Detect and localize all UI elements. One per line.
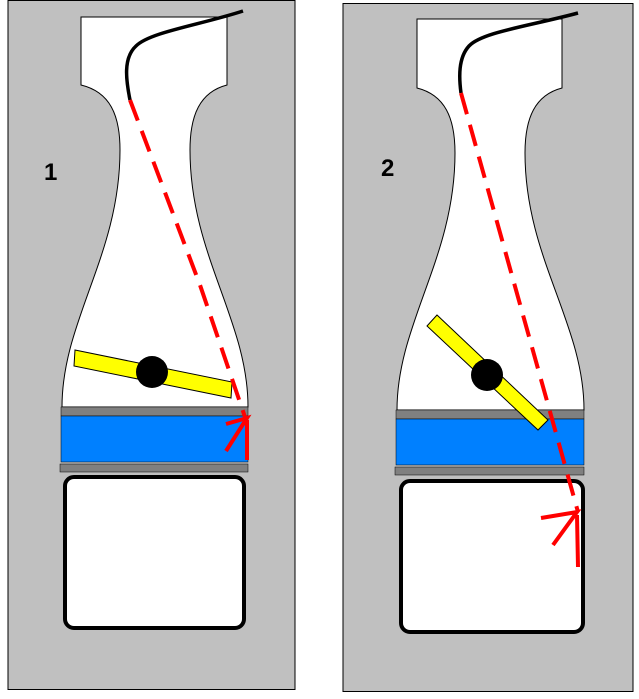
wire: [124, 9, 244, 101]
arrowhead: [540, 509, 582, 568]
upper-plate: [395, 409, 585, 420]
panel-label: 1: [44, 159, 57, 186]
upper-plate: [60, 406, 249, 417]
lower-box: [399, 479, 585, 634]
lower-plate: [59, 463, 249, 473]
panel-label: 2: [381, 155, 394, 182]
wire: [458, 11, 579, 94]
ray-path: [459, 92, 580, 513]
lower-box: [63, 475, 246, 630]
lower-plate: [394, 466, 585, 476]
pivot: [471, 359, 503, 391]
panel-2: 2: [342, 3, 634, 692]
arrowhead: [224, 414, 252, 460]
pivot: [136, 356, 168, 388]
panel-1: 1: [7, 0, 296, 690]
blue-band: [60, 415, 249, 463]
